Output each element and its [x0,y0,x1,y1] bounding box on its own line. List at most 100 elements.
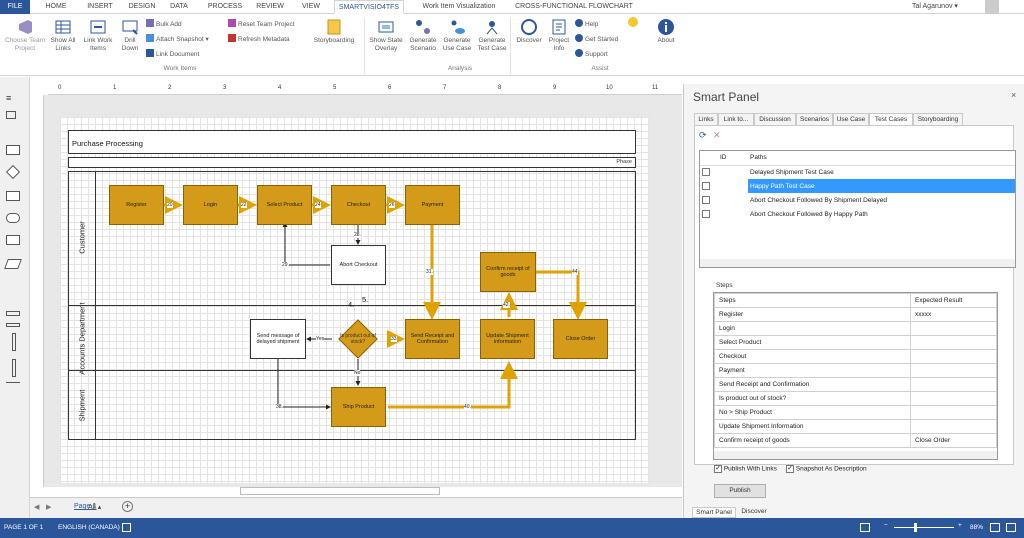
path-checkbox[interactable] [702,168,710,177]
path-checkbox[interactable] [702,196,710,204]
step-row[interactable]: Login [714,321,997,336]
document-shape-icon[interactable] [6,235,20,245]
tab-smartvisio[interactable]: SMARTVISIO4TFS [334,0,404,14]
tab-discussion[interactable]: Discussion [754,113,796,125]
all-pages-button[interactable]: All ▴ [88,504,102,511]
tab-smart-panel[interactable]: Smart Panel [692,507,736,518]
step-expected[interactable] [910,349,997,364]
publish-button[interactable]: Publish [714,484,766,498]
step-expected[interactable]: Close Order [910,433,997,448]
horizontal-scrollbar[interactable] [240,487,440,495]
shape-login[interactable]: Login [183,185,238,225]
publish-with-links-checkbox[interactable]: ✓ [714,465,722,473]
prev-page-icon[interactable]: ◀ [34,504,40,511]
link-work-items-button[interactable]: Link Work Items [80,18,116,53]
shape-send-receipt[interactable]: Send Receipt and Confirmation [405,319,460,359]
tab-links[interactable]: Links [694,113,718,125]
tab-use-case[interactable]: Use Case [833,113,869,125]
next-page-icon[interactable]: ▶ [46,504,52,511]
step-expected[interactable] [910,405,997,420]
link-document-button[interactable]: Link Document [146,49,199,59]
diagram-title-box[interactable]: Purchase Processing [68,130,636,154]
step-expected[interactable] [910,419,997,434]
shape-select-product[interactable]: Select Product [257,185,312,225]
step-row[interactable]: Is product out of stock? [714,391,997,406]
shape-send-message[interactable]: Send message of delayed shipment [250,319,306,359]
path-row[interactable]: Delayed Shipment Test Case [700,165,1015,179]
shape-register[interactable]: Register [109,185,164,225]
attach-snapshot-button[interactable]: Attach Snapshot ▾ [146,34,209,44]
shape-confirm-receipt[interactable]: Confirm receipt of goods [480,252,536,292]
process-shape-icon[interactable] [6,145,20,155]
zoom-in-icon[interactable]: + [958,522,962,529]
stencil-menu-icon[interactable]: ≡ [6,93,12,103]
subprocess-shape-icon[interactable] [6,191,20,201]
refresh-metadata-button[interactable]: Refresh Metadata [228,34,290,44]
swimlane-vertical-icon[interactable] [6,323,20,327]
tab-view[interactable]: VIEW [302,3,320,10]
path-checkbox[interactable] [702,182,710,190]
line-icon[interactable] [6,382,20,383]
generate-scenario-button[interactable]: Generate Scenario [407,18,439,53]
zoom-slider[interactable] [894,527,954,528]
zoom-thumb[interactable] [914,523,917,532]
step-row[interactable]: No > Ship Product [714,405,997,420]
bulk-add-button[interactable]: Bulk Add [146,19,182,29]
tab-test-cases[interactable]: Test Cases [869,113,913,125]
step-row[interactable]: Payment [714,363,997,378]
step-expected[interactable]: xxxxx [910,307,997,322]
add-page-icon[interactable]: + [122,501,133,512]
data-shape-icon[interactable] [4,259,22,269]
drill-down-button[interactable]: Drill Down [118,18,142,53]
connector-abort-select[interactable] [282,222,330,266]
shape-checkout[interactable]: Checkout [331,185,386,225]
path-row-selected[interactable]: Happy Path Test Case [700,179,1015,193]
connector-ship-update[interactable] [388,361,518,409]
tab-file[interactable]: FILE [0,0,30,14]
tab-cross-functional-flowchart[interactable]: CROSS-FUNCTIONAL FLOWCHART [515,3,633,10]
shape-close-order[interactable]: Close Order [553,319,608,359]
zoom-out-icon[interactable]: − [884,522,888,529]
step-expected[interactable] [910,363,997,378]
storyboarding-button[interactable]: Storyboarding [308,18,360,45]
get-started-button[interactable]: Get Started [575,34,618,44]
smiley-icon[interactable] [628,17,638,27]
refresh-icon[interactable]: ⟳ [699,130,707,140]
fit-window-icon[interactable] [990,523,1000,532]
step-row[interactable]: Send Receipt and Confirmation [714,377,997,392]
shape-ship-product[interactable]: Ship Product [331,387,386,427]
connector-confirm-close[interactable] [536,270,587,320]
decision-shape-icon[interactable] [5,164,21,180]
shape-update-shipment[interactable]: Update Shipment information [480,319,535,359]
separator-vertical-icon[interactable] [12,359,16,377]
shape-decision[interactable]: Is product out of stock? [338,319,378,359]
tab-data[interactable]: DATA [170,3,188,10]
tab-discover[interactable]: Discover [741,508,767,515]
switch-windows-icon[interactable] [1006,523,1016,532]
tab-process[interactable]: PROCESS [207,3,243,10]
generate-use-case-button[interactable]: Generate Use Case [440,18,474,53]
path-checkbox[interactable] [702,210,710,218]
user-account[interactable]: Tal Agarunov ▾ [912,3,958,10]
step-expected[interactable] [910,391,997,406]
snapshot-description-checkbox[interactable]: ✓ [786,465,794,473]
delete-icon[interactable]: ✕ [713,130,721,140]
step-expected[interactable] [910,377,997,392]
show-all-links-button[interactable]: Show All Links [48,18,78,53]
show-state-overlay-button[interactable]: Show State Overlay [366,18,406,53]
tab-scenarios[interactable]: Scenarios [796,113,833,125]
paths-scrollbar[interactable] [700,259,1015,267]
step-row[interactable]: Update Shipment Information [714,419,997,434]
tab-insert[interactable]: INSERT [87,3,113,10]
discover-button[interactable]: Discover [513,18,545,45]
avatar[interactable] [985,0,999,14]
shape-payment[interactable]: Payment [405,185,460,225]
tab-design[interactable]: DESIGN [128,3,156,10]
shape-abort-checkout[interactable]: Abort Checkout [331,245,386,285]
step-row[interactable]: Select Product [714,335,997,350]
swimlane-icon[interactable] [6,311,20,316]
reset-team-project-button[interactable]: Reset Team Project [228,19,295,29]
separator-icon[interactable] [12,333,16,351]
